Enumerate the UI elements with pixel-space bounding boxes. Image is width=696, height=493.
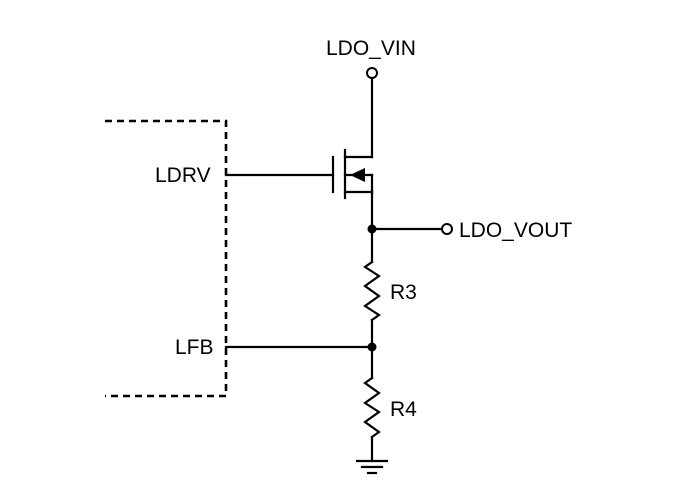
mosfet-body-arrow — [350, 168, 365, 182]
lfb-junction-dot — [367, 342, 377, 352]
ldo-vin-net: LDO_VIN — [326, 37, 416, 159]
ldo-vout-label: LDO_VOUT — [459, 219, 572, 242]
resistor-r4: R4 — [363, 376, 417, 463]
r4-label: R4 — [390, 398, 417, 421]
ldo-vin-terminal — [366, 67, 378, 79]
resistor-r3: R3 — [363, 260, 417, 380]
lfb-net: LFB — [175, 336, 377, 359]
controller-ic-outline — [105, 119, 228, 398]
r3-label: R3 — [390, 281, 417, 304]
ldrv-label: LDRV — [155, 164, 211, 187]
ldo-vout-net: LDO_VOUT — [367, 190, 572, 264]
pass-mosfet — [331, 148, 374, 200]
ground-icon — [355, 459, 389, 475]
ldrv-net: LDRV — [155, 164, 335, 187]
lfb-label: LFB — [175, 336, 214, 359]
ldo-vin-label: LDO_VIN — [326, 37, 416, 60]
ldo-vout-terminal — [441, 223, 453, 235]
